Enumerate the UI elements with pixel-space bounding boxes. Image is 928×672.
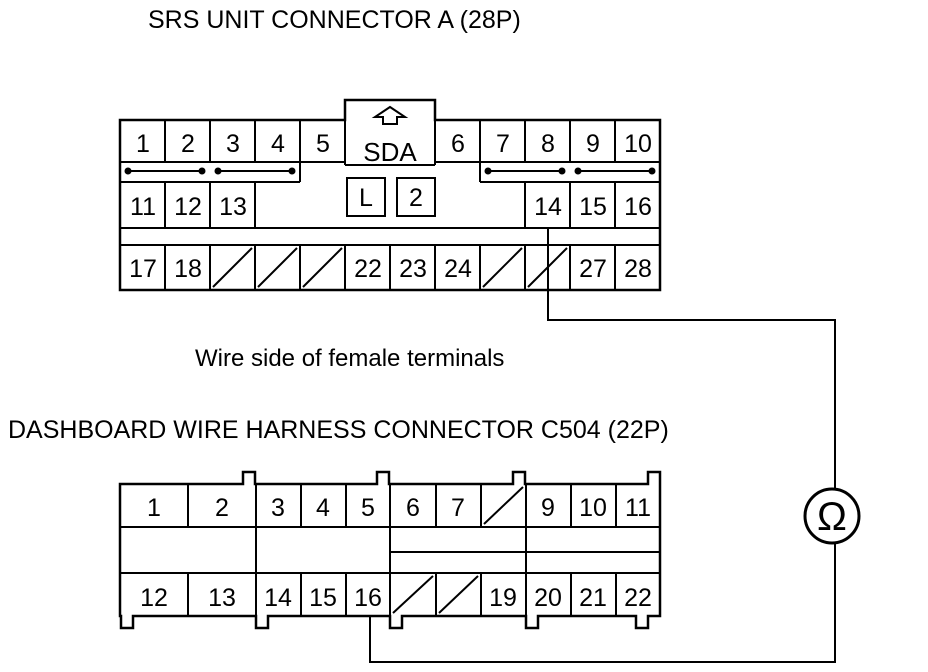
terminal-side-note: Wire side of female terminals (195, 345, 504, 372)
srs-pin: 23 (399, 255, 427, 283)
srs-pin: 22 (354, 255, 382, 283)
srs-pin: 2 (181, 130, 195, 158)
srs-pin: 28 (624, 255, 652, 283)
harness-pin: 21 (579, 584, 607, 612)
harness-pin: 14 (264, 584, 292, 612)
srs-pin: 8 (541, 130, 555, 158)
ohmmeter-icon (803, 487, 861, 545)
srs-pin: 1 (136, 130, 150, 158)
up-arrow-icon (371, 105, 409, 125)
srs-pin: 13 (219, 193, 247, 221)
harness-pin: 5 (361, 494, 375, 522)
srs-pin: 17 (129, 255, 157, 283)
harness-pin: 9 (541, 494, 555, 522)
harness-pin: 10 (579, 494, 607, 522)
srs-pin: 5 (316, 130, 330, 158)
srs-pin: 14 (534, 193, 562, 221)
srs-pin: 27 (579, 255, 607, 283)
harness-pin: 6 (406, 494, 420, 522)
probe-wiring: Ω (369, 228, 861, 663)
box-l (346, 177, 386, 217)
srs-pin: 6 (451, 130, 465, 158)
srs-pin: 24 (444, 255, 472, 283)
probe-wire-lower (369, 544, 836, 663)
srs-pin: 3 (226, 130, 240, 158)
harness-connector: 1 2 3 4 5 6 7 9 10 11 12 13 14 15 16 19 … (118, 470, 662, 630)
harness-pin: 12 (140, 584, 168, 612)
harness-pin: 19 (489, 584, 517, 612)
harness-pin: 20 (534, 584, 562, 612)
srs-pin: 9 (586, 130, 600, 158)
srs-pin: 12 (174, 193, 202, 221)
srs-pin: 16 (624, 193, 652, 221)
harness-pin: 7 (451, 494, 465, 522)
harness-pin: 4 (316, 494, 330, 522)
harness-connector-title: DASHBOARD WIRE HARNESS CONNECTOR C504 (2… (8, 416, 669, 444)
harness-pin: 2 (215, 494, 229, 522)
harness-pin: 22 (624, 584, 652, 612)
srs-pin: 18 (174, 255, 202, 283)
harness-pin: 13 (208, 584, 236, 612)
harness-pin: 15 (309, 584, 337, 612)
srs-pin: 7 (496, 130, 510, 158)
two-label: 2 (409, 184, 423, 212)
l-label: L (359, 184, 373, 212)
harness-pin: 11 (625, 494, 651, 522)
box-2 (396, 177, 436, 217)
srs-pin: 11 (130, 193, 156, 221)
harness-pin: 16 (354, 584, 382, 612)
probe-wire-upper (547, 228, 836, 490)
ohm-symbol: Ω (817, 495, 847, 539)
srs-pin: 10 (624, 130, 652, 158)
harness-pin: 3 (271, 494, 285, 522)
srs-pin: 4 (271, 130, 285, 158)
srs-connector-title: SRS UNIT CONNECTOR A (28P) (148, 6, 521, 34)
sda-label: SDA (363, 137, 417, 167)
harness-pin: 1 (147, 494, 161, 522)
srs-connector: 1 2 3 4 5 6 7 8 9 10 SDA L 2 11 12 13 14… (118, 98, 662, 292)
srs-pin: 15 (579, 193, 607, 221)
